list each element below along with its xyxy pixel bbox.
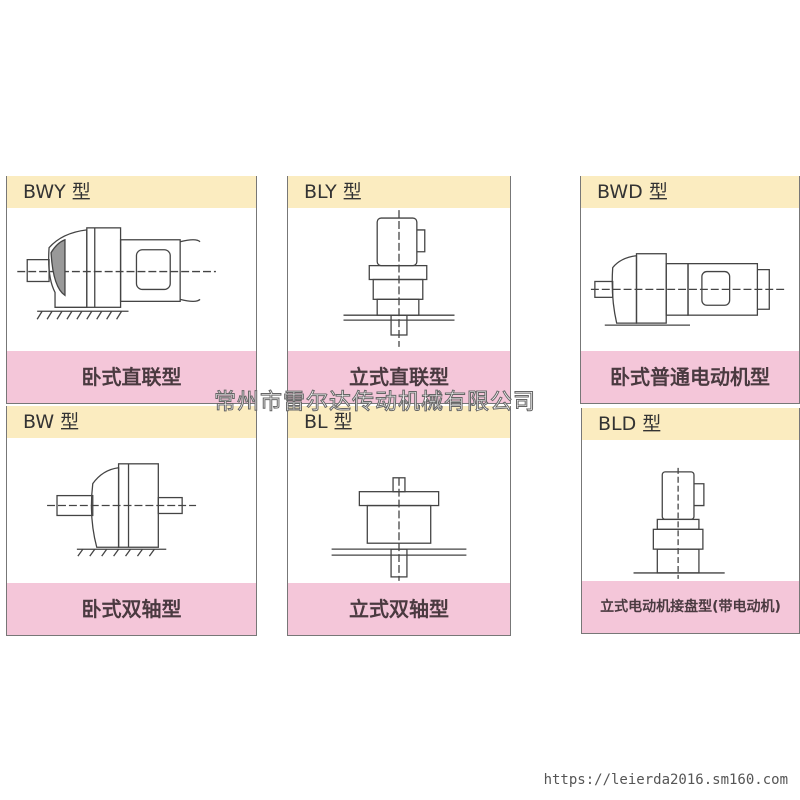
model-name: BL 型 bbox=[288, 406, 510, 438]
company-watermark: 常州市雷尔达传动机械有限公司 bbox=[213, 390, 537, 416]
vertical-direct-reducer-drawing bbox=[288, 208, 510, 351]
model-description: 立式双轴型 bbox=[288, 583, 510, 635]
model-description: 卧式普通电动机型 bbox=[581, 351, 799, 403]
vertical-double-shaft-reducer-drawing bbox=[288, 438, 510, 583]
model-name: BWY 型 bbox=[7, 176, 256, 208]
model-name: BLY 型 bbox=[288, 176, 510, 208]
model-name: BW 型 bbox=[7, 406, 256, 438]
vertical-motor-flange-reducer-drawing bbox=[582, 440, 799, 581]
model-card-bw: BW 型 卧式双轴型 bbox=[6, 406, 257, 636]
model-name: BWD 型 bbox=[581, 176, 799, 208]
horizontal-direct-reducer-drawing bbox=[7, 208, 256, 351]
website-url: https://leierda2016.sm160.com bbox=[543, 772, 788, 788]
model-description: 卧式双轴型 bbox=[7, 583, 256, 635]
horizontal-motor-reducer-drawing bbox=[581, 208, 799, 351]
model-description: 立式电动机接盘型(带电动机) bbox=[582, 581, 799, 633]
model-description: 立式直联型 bbox=[288, 351, 510, 403]
model-description: 卧式直联型 bbox=[7, 351, 256, 403]
model-card-bwy: BWY 型 卧式直联型 bbox=[6, 176, 257, 404]
model-card-bwd: BWD 型 卧式普通电动机型 bbox=[580, 176, 800, 404]
model-card-bl: BL 型 立式双轴型 bbox=[287, 406, 511, 636]
horizontal-double-shaft-reducer-drawing bbox=[7, 438, 256, 583]
model-card-bly: BLY 型 立式直联型 bbox=[287, 176, 511, 404]
model-name: BLD 型 bbox=[582, 408, 799, 440]
model-card-bld: BLD 型 立式电动机接盘型(带电动机) bbox=[581, 408, 800, 634]
